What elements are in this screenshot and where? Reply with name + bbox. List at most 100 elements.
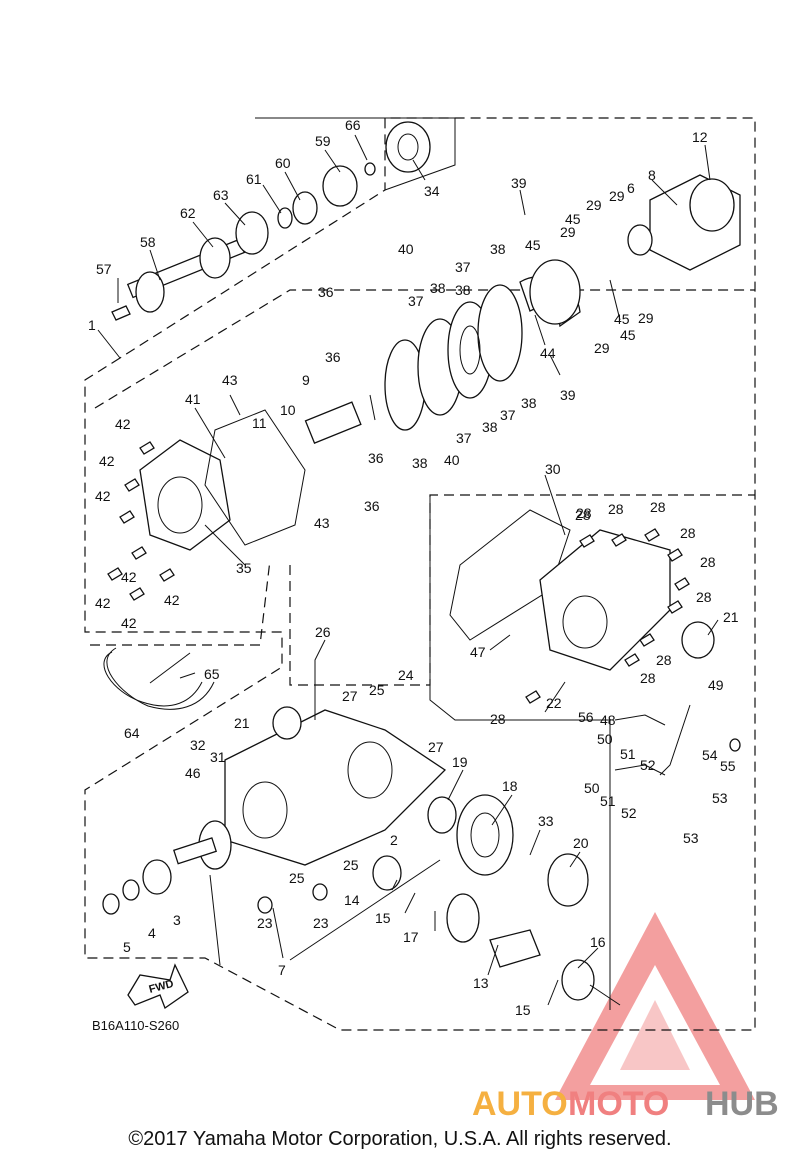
callout-23a: 23 — [257, 915, 273, 931]
callout-42a: 42 — [115, 416, 131, 432]
callout-28h: 28 — [640, 670, 656, 686]
callout-19: 19 — [452, 754, 468, 770]
callout-38d: 38 — [521, 395, 537, 411]
callout-42b: 42 — [99, 453, 115, 469]
callout-31: 31 — [210, 749, 226, 765]
callout-17: 17 — [403, 929, 419, 945]
callout-16: 16 — [590, 934, 606, 950]
callout-28c: 28 — [650, 499, 666, 515]
callout-42c: 42 — [95, 488, 111, 504]
callout-29c: 29 — [560, 224, 576, 240]
callout-42d: 42 — [121, 569, 137, 585]
callout-38e: 38 — [482, 419, 498, 435]
callout-8: 8 — [648, 167, 656, 183]
callout-34: 34 — [424, 183, 440, 199]
callout-20: 20 — [573, 835, 589, 851]
callout-27a: 27 — [342, 688, 358, 704]
callout-18: 18 — [502, 778, 518, 794]
callout-30: 30 — [545, 461, 561, 477]
callout-39b: 39 — [560, 387, 576, 403]
callout-11: 11 — [252, 415, 267, 431]
callout-53b: 53 — [683, 830, 699, 846]
callout-5: 5 — [123, 939, 131, 955]
diagram-code: B16A110-S260 — [92, 1018, 179, 1033]
callout-1: 1 — [88, 317, 96, 333]
callout-36d: 36 — [364, 498, 380, 514]
callout-44: 44 — [540, 345, 556, 361]
callout-54: 54 — [702, 747, 718, 763]
callout-38a: 38 — [490, 241, 506, 257]
callout-45c: 45 — [614, 311, 630, 327]
callout-42f: 42 — [164, 592, 180, 608]
callout-4: 4 — [148, 925, 156, 941]
callout-27b: 27 — [428, 739, 444, 755]
callout-33: 33 — [538, 813, 554, 829]
callout-53a: 53 — [712, 790, 728, 806]
watermark-hub: HUB — [705, 1085, 779, 1123]
callout-49: 49 — [708, 677, 724, 693]
callout-52b: 52 — [621, 805, 637, 821]
callout-61: 61 — [246, 171, 262, 187]
callout-47: 47 — [470, 644, 486, 660]
callout-28e: 28 — [700, 554, 716, 570]
callout-51b: 51 — [600, 793, 616, 809]
callout-40a: 40 — [398, 241, 414, 257]
callout-45d: 45 — [620, 327, 636, 343]
copyright-notice: ©2017 Yamaha Motor Corporation, U.S.A. A… — [128, 1128, 672, 1150]
callout-29d: 29 — [638, 310, 654, 326]
callout-12: 12 — [692, 129, 708, 145]
callout-28f: 28 — [696, 589, 712, 605]
parts-group — [102, 121, 741, 1010]
callout-42e: 42 — [95, 595, 111, 611]
callout-60: 60 — [275, 155, 291, 171]
callout-29b: 29 — [609, 188, 625, 204]
callout-14: 14 — [344, 892, 360, 908]
callout-45b: 45 — [525, 237, 541, 253]
callout-15b: 15 — [515, 1002, 531, 1018]
callout-52a: 52 — [640, 757, 656, 773]
callout-labels: 1 2 3 4 5 6 7 8 9 10 11 12 13 14 15 15 1… — [88, 117, 739, 1018]
callout-9: 9 — [302, 372, 310, 388]
watermark-moto: MOTO — [568, 1085, 669, 1123]
callout-23b: 23 — [313, 915, 329, 931]
assembly-boundaries — [84, 117, 756, 1031]
callout-38f: 38 — [412, 455, 428, 471]
callout-28a: 28 — [576, 505, 592, 521]
callout-36c: 36 — [368, 450, 384, 466]
callout-36b: 36 — [325, 349, 341, 365]
callout-13: 13 — [473, 975, 489, 991]
callout-41: 41 — [185, 391, 201, 407]
callout-58: 58 — [140, 234, 156, 250]
callout-29e: 29 — [594, 340, 610, 356]
callout-25b: 25 — [289, 870, 305, 886]
callout-50a: 50 — [597, 731, 613, 747]
callout-28j: 28 — [575, 507, 591, 523]
callout-10: 10 — [280, 402, 296, 418]
callout-2: 2 — [390, 832, 398, 848]
callout-35: 35 — [236, 560, 252, 576]
callout-65: 65 — [204, 666, 220, 682]
callout-66: 66 — [345, 117, 361, 133]
callout-28i: 28 — [490, 711, 506, 727]
callout-51a: 51 — [620, 746, 636, 762]
callout-25a: 25 — [369, 682, 385, 698]
callout-21b: 21 — [234, 715, 250, 731]
watermark-triangle — [555, 912, 755, 1100]
callout-37c: 37 — [500, 407, 516, 423]
watermark-auto: AUTO — [472, 1085, 568, 1123]
callout-45a: 45 — [565, 211, 581, 227]
callout-39a: 39 — [511, 175, 527, 191]
callout-22: 22 — [546, 695, 562, 711]
callout-3: 3 — [173, 912, 181, 928]
callout-43b: 43 — [314, 515, 330, 531]
callout-62: 62 — [180, 205, 196, 221]
callout-50b: 50 — [584, 780, 600, 796]
callout-36a: 36 — [318, 284, 334, 300]
callout-15a: 15 — [375, 910, 391, 926]
callout-7: 7 — [278, 962, 286, 978]
callout-21a: 21 — [723, 609, 739, 625]
callout-37b: 37 — [408, 293, 424, 309]
callout-43a: 43 — [222, 372, 238, 388]
callout-6: 6 — [627, 180, 635, 196]
